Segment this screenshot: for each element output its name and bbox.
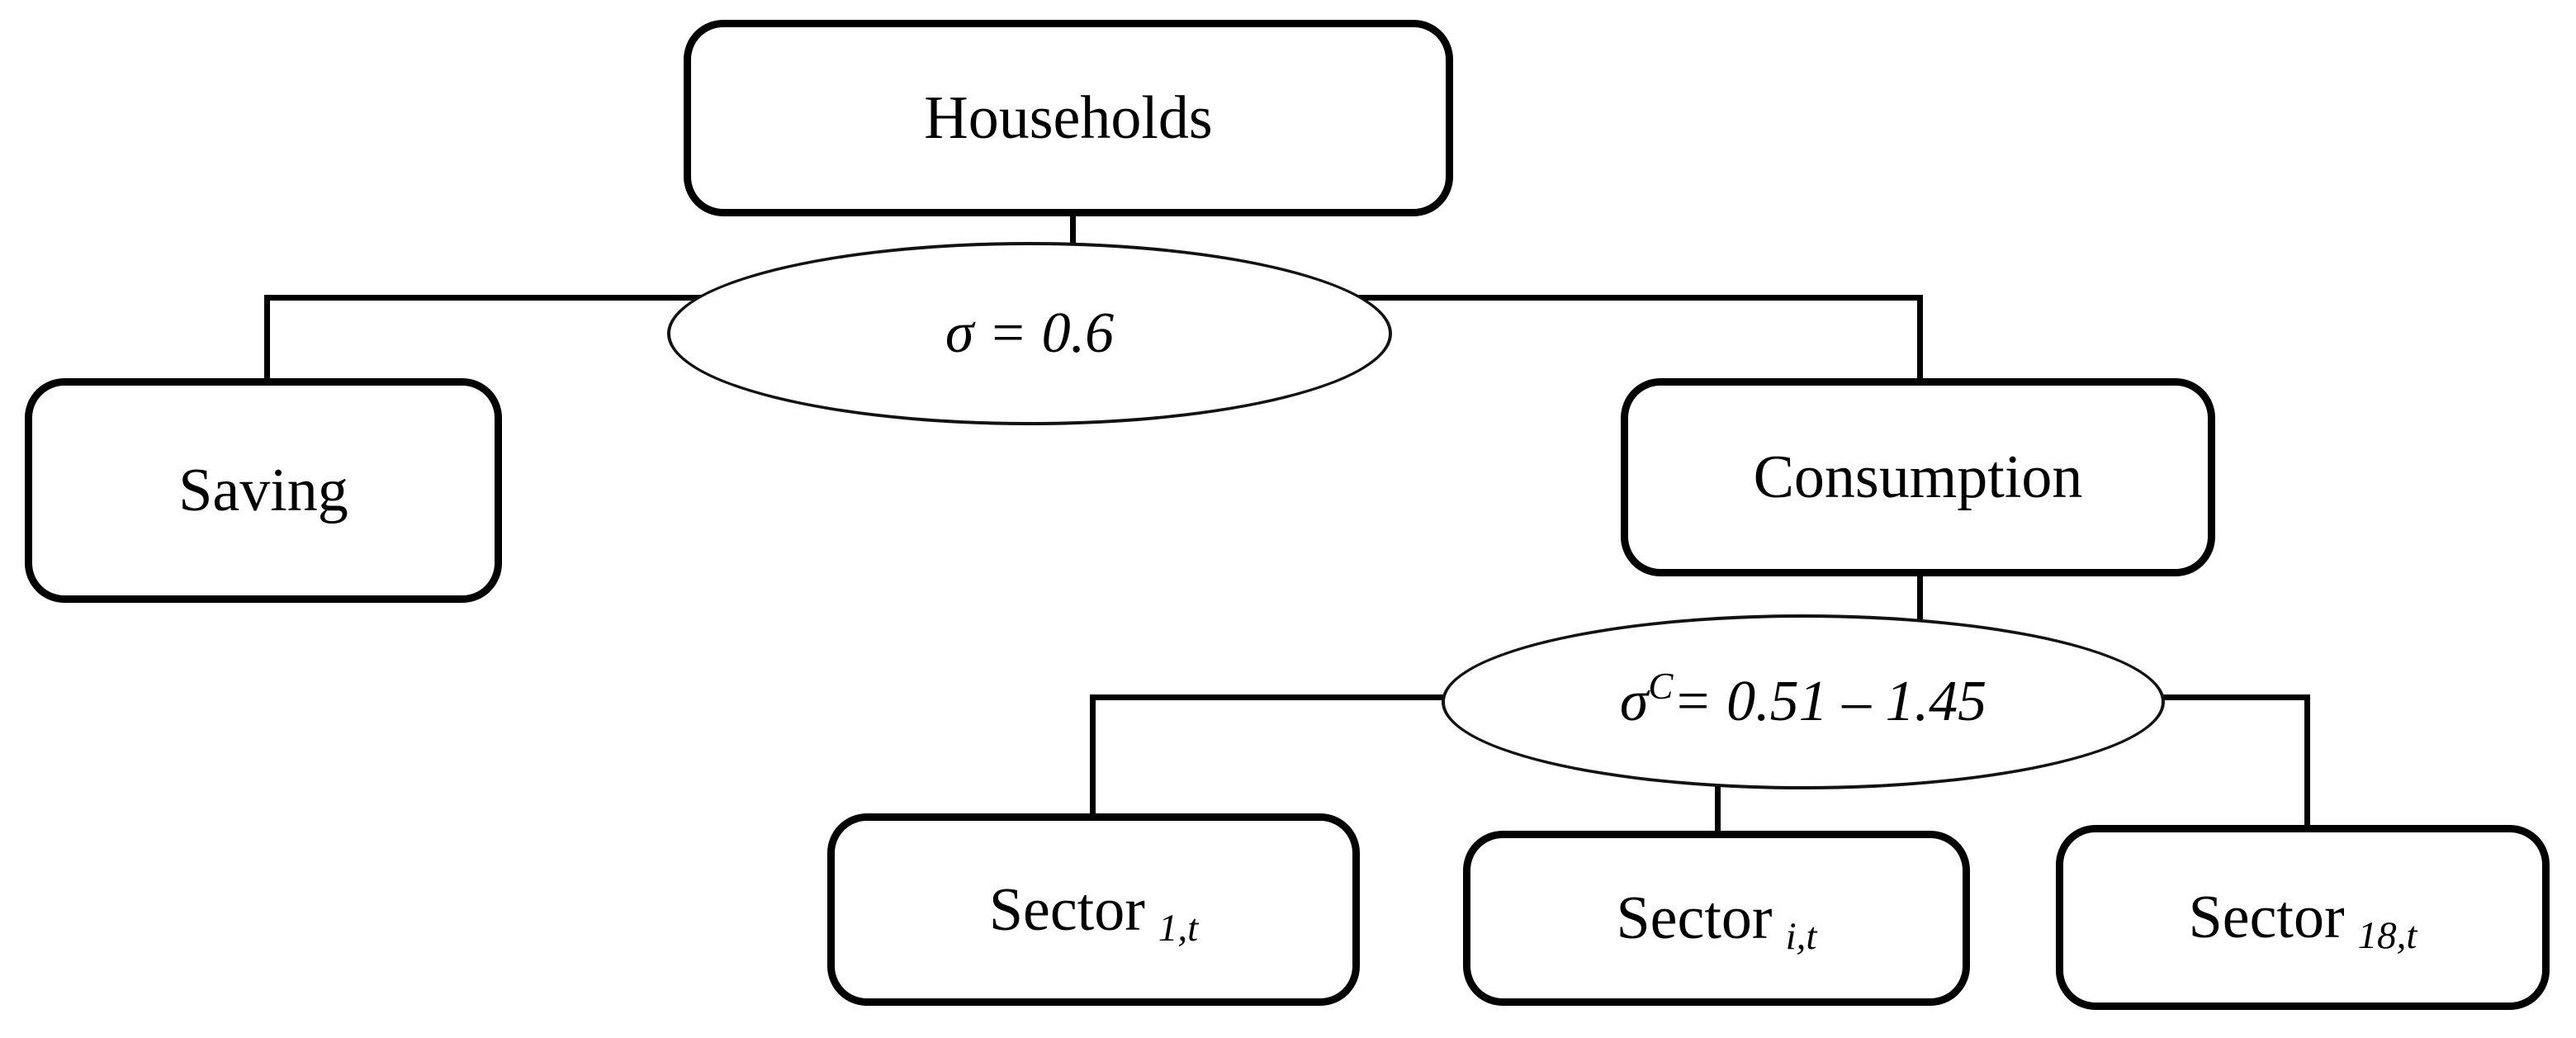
sigma-value: = 0.6	[973, 301, 1115, 365]
elasticity-household-label: σ = 0.6	[945, 305, 1114, 363]
sigma-c-superscript: C	[1648, 666, 1674, 707]
sigma-c-symbol: σ	[1619, 670, 1649, 733]
households-label: Households	[924, 84, 1213, 152]
elasticity-consumption-label: σC= 0.51 – 1.45	[1619, 668, 1987, 733]
connector-sigma-c-middle-vertical	[1715, 772, 1721, 835]
consumption-label: Consumption	[1753, 443, 2083, 511]
elasticity-node-consumption: σC= 0.51 – 1.45	[1442, 614, 2165, 789]
saving-label: Saving	[178, 457, 348, 524]
sector-18-label: Sector	[2188, 884, 2345, 951]
connector-sigma-c-right-horizontal	[2126, 694, 2310, 700]
connector-sigma-left-vertical	[264, 295, 270, 384]
connector-sigma-right-horizontal	[1350, 295, 1923, 301]
sector-1-label: Sector	[988, 875, 1145, 944]
elasticity-node-household: σ = 0.6	[667, 242, 1392, 425]
sigma-c-value: = 0.51 – 1.45	[1673, 670, 1987, 733]
sigma-symbol: σ	[945, 301, 974, 365]
sector-i-node: Sector i,t	[1463, 831, 1970, 1006]
sector-i-label: Sector	[1616, 884, 1773, 952]
connector-sigma-c-right-vertical	[2304, 694, 2310, 832]
connector-sigma-c-left-vertical	[1090, 694, 1096, 820]
connector-sigma-c-left-horizontal	[1090, 694, 1486, 700]
sector-1-subscript: 1,t	[1158, 906, 1199, 950]
connector-consumption-to-sigma-c	[1917, 570, 1923, 626]
sector-1-node: Sector 1,t	[827, 813, 1360, 1006]
saving-node: Saving	[25, 378, 502, 603]
connector-sigma-right-vertical	[1917, 295, 1923, 384]
sector-i-subscript: i,t	[1785, 915, 1817, 958]
sector-18-node: Sector 18,t	[2056, 825, 2550, 1010]
consumption-node: Consumption	[1621, 378, 2215, 576]
sector-18-subscript: 18,t	[2357, 914, 2417, 957]
households-node: Households	[684, 20, 1453, 216]
connector-households-to-sigma	[1070, 206, 1076, 258]
connector-sigma-left-horizontal	[264, 295, 714, 301]
